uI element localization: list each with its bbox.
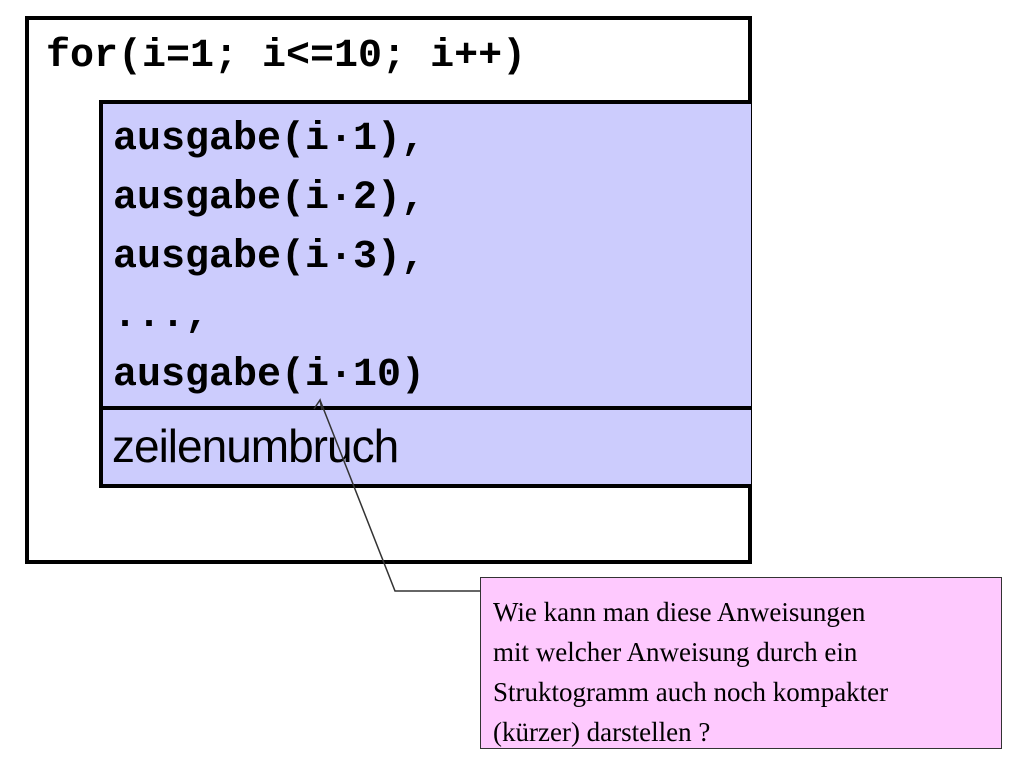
callout-line-2: mit welcher Anweisung durch ein: [493, 637, 858, 667]
callout-leader-line: [319, 399, 480, 592]
body-statement-10: ausgabe(i·10): [113, 353, 426, 398]
body-statement-list: ausgabe(i·1), ausgabe(i·2), ausgabe(i·3)…: [113, 110, 425, 405]
callout-line-3: Struktogramm auch noch kompakter: [493, 677, 889, 707]
loop-body-block: [99, 100, 751, 488]
callout-arrowhead-icon: [313, 398, 323, 411]
body-statement-ellipsis: ...,: [113, 294, 210, 339]
question-callout: Wie kann man diese Anweisungen mit welch…: [480, 577, 1002, 749]
body-statement-1: ausgabe(i·1),: [113, 117, 426, 162]
newline-statement: zeilenumbruch: [112, 420, 399, 472]
callout-line-4: (kürzer) darstellen ?: [493, 717, 711, 747]
loop-header: for(i=1; i<=10; i++): [46, 34, 527, 79]
callout-line-1: Wie kann man diese Anweisungen: [493, 597, 866, 627]
body-statement-3: ausgabe(i·3),: [113, 235, 426, 280]
body-statement-2: ausgabe(i·2),: [113, 176, 426, 221]
statement-divider: [99, 406, 751, 410]
